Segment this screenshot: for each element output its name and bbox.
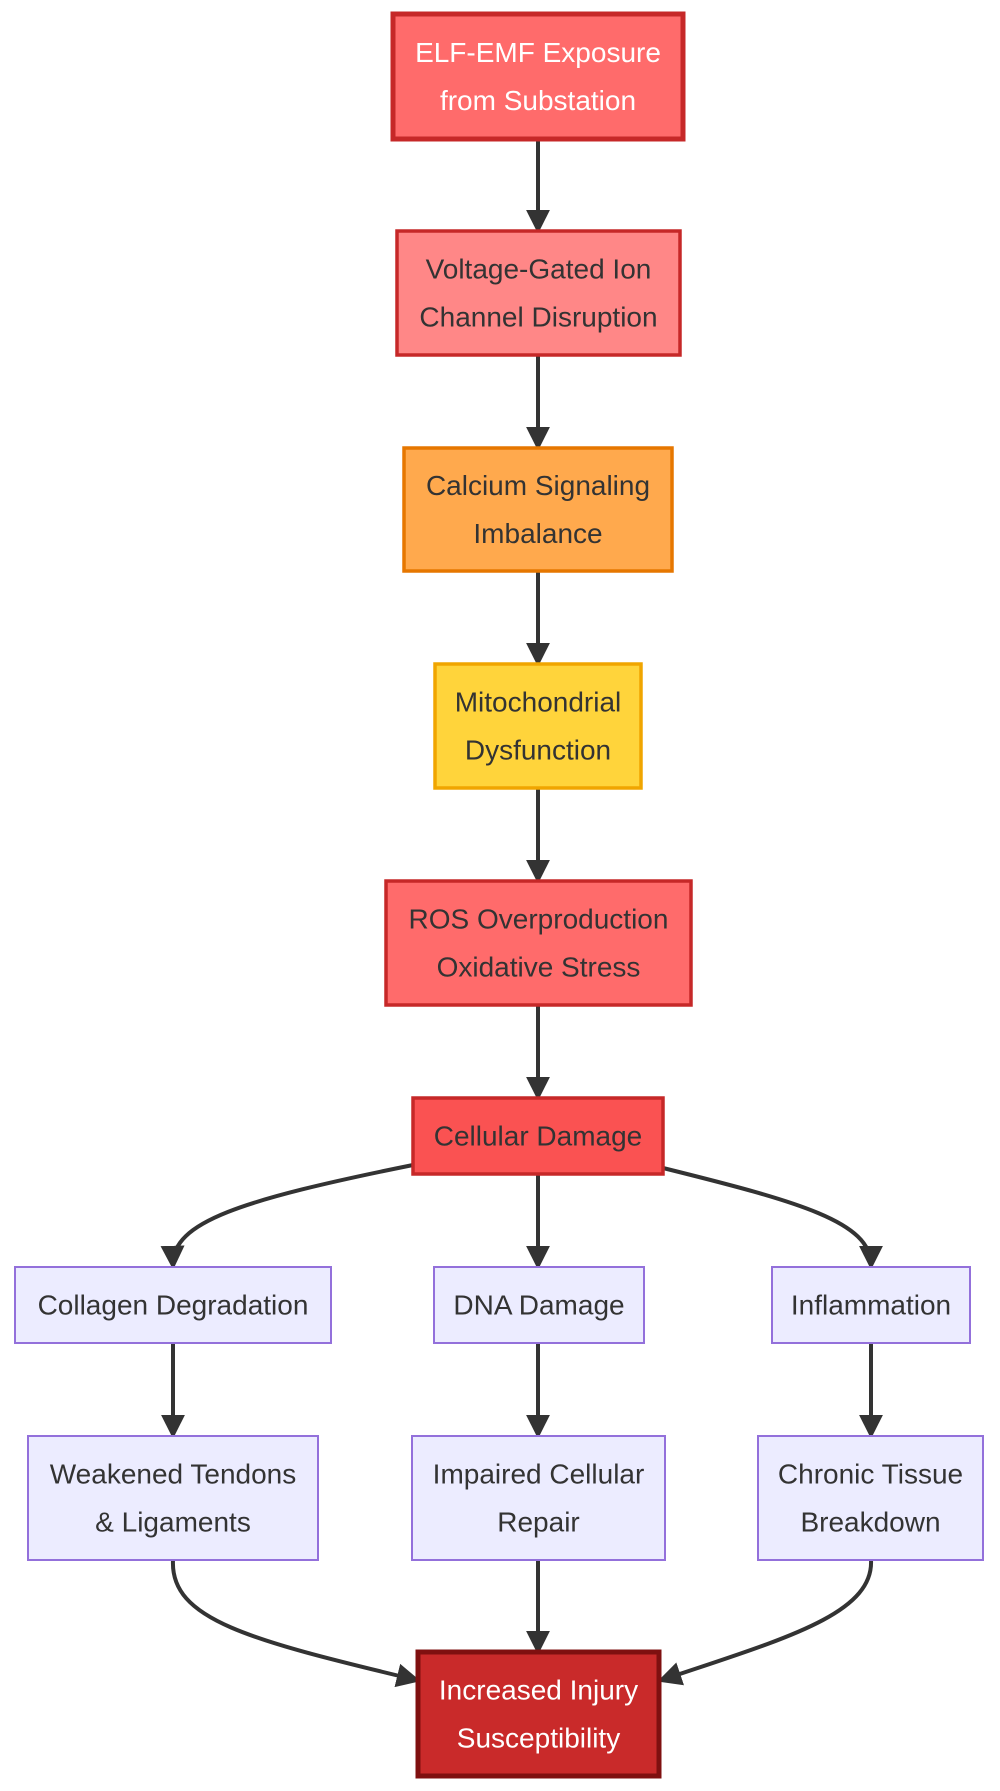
node-elf: ELF-EMF Exposure from Substation xyxy=(390,11,686,142)
edge-chronic-to-injury xyxy=(657,1559,874,1686)
node-label-mito-line-2: Dysfunction xyxy=(465,735,611,766)
node-label-ion-line-2: Channel Disruption xyxy=(419,302,657,333)
node-box-ros xyxy=(384,879,693,1007)
node-label-repair-line-2: Repair xyxy=(497,1507,579,1538)
node-label-chronic-line-2: Breakdown xyxy=(800,1507,940,1538)
node-label-mito-line-1: Mitochondrial xyxy=(455,687,622,718)
node-label-injury-line-2: Susceptibility xyxy=(457,1723,620,1754)
edge-cellular-to-inflammation xyxy=(662,1166,883,1270)
node-label-tendons-line-1: Weakened Tendons xyxy=(50,1459,297,1490)
node-box-elf xyxy=(390,11,686,142)
node-label-chronic-line-1: Chronic Tissue xyxy=(778,1459,963,1490)
node-label-calcium-line-1: Calcium Signaling xyxy=(426,470,650,501)
node-cellular: Cellular Damage xyxy=(411,1096,665,1176)
node-label-collagen-line-1: Collagen Degradation xyxy=(38,1290,309,1321)
node-box-calcium xyxy=(402,446,674,573)
node-label-elf-line-2: from Substation xyxy=(440,85,636,116)
nodes: ELF-EMF Exposure from SubstationVoltage-G… xyxy=(14,11,984,1779)
node-box-repair xyxy=(411,1435,666,1561)
node-label-repair-line-1: Impaired Cellular xyxy=(433,1459,645,1490)
node-box-injury xyxy=(415,1649,662,1779)
node-label-elf-line-1: ELF-EMF Exposure xyxy=(415,37,661,68)
node-box-tendons xyxy=(27,1435,319,1561)
node-box-dna xyxy=(433,1266,645,1344)
node-box-mito xyxy=(433,662,643,790)
node-label-ros-line-2: Oxidative Stress xyxy=(437,952,641,983)
edge-cellular-to-collagen xyxy=(160,1163,414,1270)
node-label-calcium-line-2: Imbalance xyxy=(473,518,602,549)
node-box-chronic xyxy=(757,1435,984,1561)
node-label-cellular-line-1: Cellular Damage xyxy=(434,1121,643,1152)
node-label-dna-line-1: DNA Damage xyxy=(453,1290,624,1321)
node-box-ion xyxy=(395,229,682,357)
node-dna: DNA Damage xyxy=(433,1266,645,1344)
node-label-ion-line-1: Voltage-Gated Ion xyxy=(426,254,652,285)
node-box-collagen xyxy=(14,1266,332,1344)
node-inflammation: Inflammation xyxy=(771,1266,971,1344)
node-label-tendons-line-2: & Ligaments xyxy=(95,1507,251,1538)
node-label-ros-line-1: ROS Overproduction xyxy=(409,904,669,935)
edge-tendons-to-injury xyxy=(170,1559,421,1688)
node-tendons: Weakened Tendons & Ligaments xyxy=(27,1435,319,1561)
node-box-inflammation xyxy=(771,1266,971,1344)
edges xyxy=(160,139,883,1688)
node-box-cellular xyxy=(411,1096,665,1176)
node-collagen: Collagen Degradation xyxy=(14,1266,332,1344)
node-label-inflammation-line-1: Inflammation xyxy=(791,1290,951,1321)
node-label-injury-line-1: Increased Injury xyxy=(439,1675,638,1706)
